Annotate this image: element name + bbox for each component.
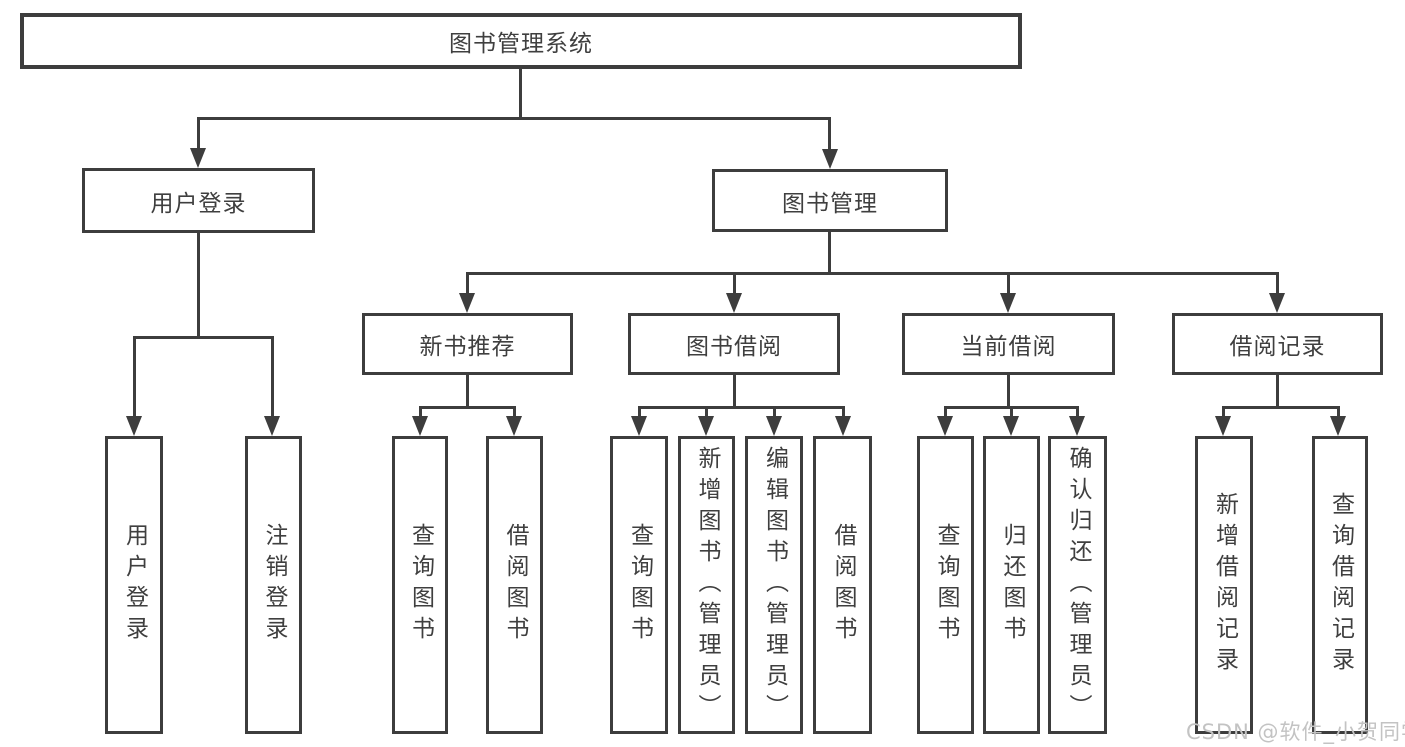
leaf-query-borrow-record-label: 查询借阅记录	[1327, 492, 1354, 678]
connector-vline	[197, 233, 200, 339]
connector-vline	[466, 375, 469, 409]
connector-vline	[733, 375, 736, 409]
leaf-add-borrow-record-label: 新增借阅记录	[1211, 492, 1238, 678]
arrowhead-down-icon	[1215, 416, 1231, 436]
connector-stem	[133, 336, 136, 420]
watermark: CSDN @软件_小贺同学	[1186, 720, 1405, 744]
arrowhead-down-icon	[1000, 293, 1016, 313]
leaf-edit-book-admin: 编辑图书（管理员）	[745, 436, 803, 734]
connector-stem	[1007, 272, 1010, 297]
leaf-return-book-label: 归还图书	[999, 523, 1025, 647]
connector-stem	[1076, 406, 1079, 420]
connector-vline	[519, 68, 522, 120]
arrowhead-down-icon	[937, 416, 953, 436]
leaf-logout-label: 注销登录	[261, 523, 287, 647]
node-new-book-recommend-label: 新书推荐	[419, 334, 516, 360]
connector-stem	[842, 406, 845, 420]
connector-stem	[419, 406, 422, 420]
arrowhead-down-icon	[631, 416, 647, 436]
connector-stem	[1010, 406, 1013, 420]
arrowhead-down-icon	[459, 293, 475, 313]
connector-stem	[1222, 406, 1225, 420]
connector-stem	[1337, 406, 1340, 420]
node-book-borrow: 图书借阅	[628, 313, 840, 375]
leaf-add-book-admin-label: 新增图书（管理员）	[694, 445, 720, 725]
connector-stem	[638, 406, 641, 420]
node-root: 图书管理系统	[20, 13, 1022, 69]
leaf-query-borrow-record: 查询借阅记录	[1312, 436, 1368, 734]
leaf-recommend-borrow-books: 借阅图书	[486, 436, 543, 734]
arrowhead-down-icon	[506, 416, 522, 436]
arrowhead-down-icon	[766, 416, 782, 436]
connector-stem	[773, 406, 776, 420]
connector-hbar	[1222, 406, 1340, 409]
node-current-borrow-label: 当前借阅	[960, 334, 1057, 360]
arrowhead-down-icon	[1269, 293, 1285, 313]
connector-hbar	[197, 117, 831, 120]
connector-stem	[466, 272, 469, 297]
connector-vline	[1276, 375, 1279, 409]
arrowhead-down-icon	[1003, 416, 1019, 436]
connector-stem	[271, 336, 274, 420]
leaf-add-book-admin: 新增图书（管理员）	[678, 436, 735, 734]
connector-stem	[733, 272, 736, 297]
arrowhead-down-icon	[264, 416, 280, 436]
node-book-management: 图书管理	[712, 169, 948, 232]
connector-stem	[705, 406, 708, 420]
node-book-management-label: 图书管理	[782, 190, 878, 217]
connector-stem	[1276, 272, 1279, 297]
connector-stem	[197, 117, 200, 151]
arrowhead-down-icon	[822, 149, 838, 169]
node-book-borrow-label: 图书借阅	[686, 334, 782, 360]
node-new-book-recommend: 新书推荐	[362, 313, 573, 375]
arrowhead-down-icon	[412, 416, 428, 436]
leaf-add-borrow-record: 新增借阅记录	[1195, 436, 1253, 734]
arrowhead-down-icon	[698, 416, 714, 436]
connector-stem	[828, 117, 831, 151]
leaf-borrow-query-books-label: 查询图书	[626, 523, 653, 647]
leaf-confirm-return-admin: 确认归还（管理员）	[1048, 436, 1107, 734]
leaf-recommend-borrow-books-label: 借阅图书	[502, 523, 528, 647]
leaf-current-query-books: 查询图书	[917, 436, 974, 734]
leaf-edit-book-admin-label: 编辑图书（管理员）	[761, 445, 788, 725]
leaf-borrow-query-books: 查询图书	[610, 436, 668, 734]
connector-vline	[1007, 375, 1010, 409]
leaf-borrow-books: 借阅图书	[813, 436, 872, 734]
leaf-current-query-books-label: 查询图书	[933, 523, 959, 647]
arrowhead-down-icon	[726, 293, 742, 313]
connector-hbar	[466, 272, 1279, 275]
leaf-recommend-query-books-label: 查询图书	[407, 523, 434, 647]
node-borrow-records-label: 借阅记录	[1229, 334, 1326, 360]
leaf-recommend-query-books: 查询图书	[392, 436, 448, 734]
node-root-label: 图书管理系统	[449, 31, 593, 57]
connector-stem	[944, 406, 947, 420]
arrowhead-down-icon	[835, 416, 851, 436]
leaf-return-book: 归还图书	[983, 436, 1040, 734]
leaf-borrow-books-label: 借阅图书	[830, 523, 856, 647]
arrowhead-down-icon	[126, 416, 142, 436]
connector-hbar	[638, 406, 845, 409]
leaf-confirm-return-admin-label: 确认归还（管理员）	[1065, 445, 1091, 725]
node-borrow-records: 借阅记录	[1172, 313, 1383, 375]
connector-vline	[828, 232, 831, 275]
arrowhead-down-icon	[1330, 416, 1346, 436]
arrowhead-down-icon	[190, 148, 206, 168]
leaf-user-login: 用户登录	[105, 436, 163, 734]
leaf-logout: 注销登录	[245, 436, 302, 734]
node-current-borrow: 当前借阅	[902, 313, 1115, 375]
connector-hbar	[419, 406, 516, 409]
arrowhead-down-icon	[1069, 416, 1085, 436]
connector-stem	[513, 406, 516, 420]
connector-hbar	[133, 336, 274, 339]
node-user-login: 用户登录	[82, 168, 315, 233]
leaf-user-login-label: 用户登录	[121, 523, 148, 647]
node-user-login-label: 用户登录	[150, 190, 247, 217]
